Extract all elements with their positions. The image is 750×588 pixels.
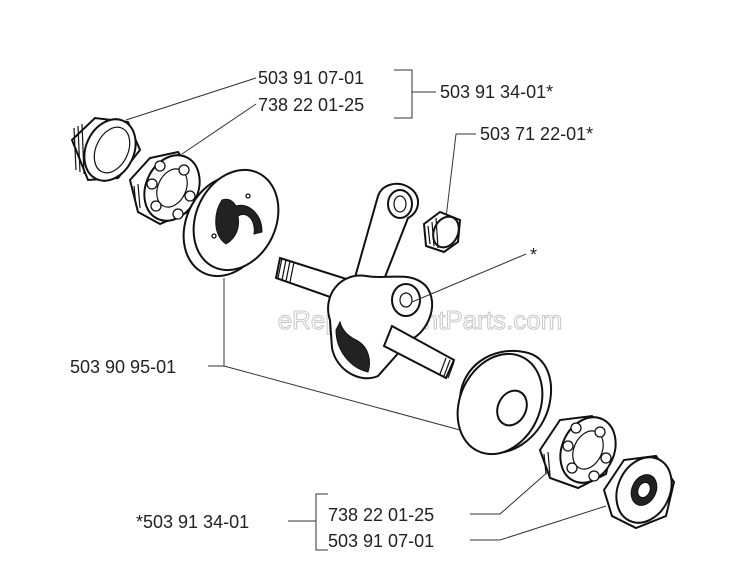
bottom-seal-ring	[602, 454, 676, 530]
label-bottom-bearing-race: 503 91 07-01	[328, 531, 434, 551]
label-bottom-kit: *503 91 34-01	[136, 512, 249, 532]
label-needle-bearing: 503 71 22-01*	[480, 124, 593, 144]
bottom-ball-bearing	[538, 414, 617, 490]
label-top-bearing: 738 22 01-25	[258, 95, 364, 115]
top-ball-bearing	[128, 150, 201, 226]
label-top-bearing-race: 503 91 07-01	[258, 68, 364, 88]
crankshaft	[274, 182, 456, 380]
top-seal-ring	[70, 116, 142, 182]
label-crankshaft-half: 503 90 95-01	[70, 357, 176, 377]
label-crank-note: *	[530, 245, 537, 265]
label-top-kit: 503 91 34-01*	[440, 82, 553, 102]
crankshaft-half-right	[456, 349, 552, 456]
needle-bearing	[422, 210, 462, 254]
label-bottom-bearing: 738 22 01-25	[328, 505, 434, 525]
leader-lines	[125, 69, 607, 551]
crankshaft-half-left	[182, 168, 280, 278]
